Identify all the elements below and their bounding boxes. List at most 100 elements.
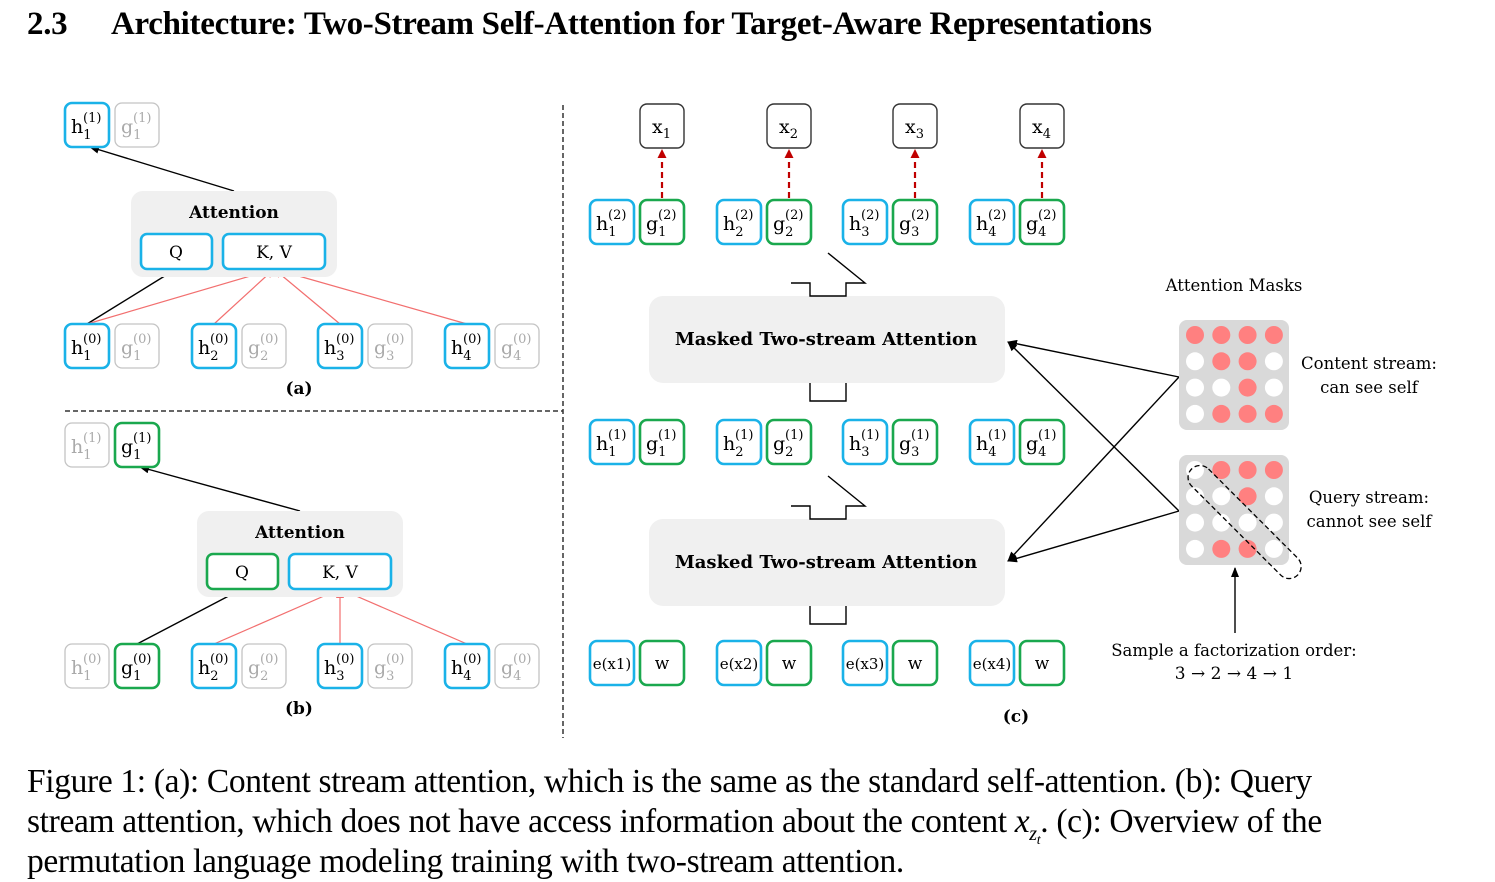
masked-attention-label-upper: Masked Two-stream Attention xyxy=(675,329,977,350)
mask-background xyxy=(1179,320,1289,430)
token-box xyxy=(588,198,636,246)
token-label: h4 xyxy=(976,213,997,240)
token-label: h1 xyxy=(71,116,92,143)
mask-cell-masked xyxy=(1186,352,1204,371)
section-title: Architecture: Two-Stream Self-Attention … xyxy=(111,6,1152,42)
token-label: g1 xyxy=(121,337,141,364)
token-box xyxy=(63,322,111,370)
token-label: g3 xyxy=(374,337,394,364)
panel_b-attention-title: Attention xyxy=(254,523,345,543)
token-label: g2 xyxy=(248,337,268,364)
masked-attention-block-lower xyxy=(649,519,1005,606)
target-token-2: x2 xyxy=(766,103,812,149)
layer1-g-2: g2(1) xyxy=(765,418,813,466)
target-box xyxy=(1019,103,1065,149)
token-label: g1 xyxy=(121,436,141,463)
token-superscript: (0) xyxy=(336,652,354,667)
token-superscript: (0) xyxy=(260,652,278,667)
layer1-h-3: h3(1) xyxy=(841,418,889,466)
token-box xyxy=(114,102,160,148)
mask-cell-masked xyxy=(1186,404,1204,423)
target-label: x2 xyxy=(779,116,798,142)
mask-cell-masked xyxy=(1186,513,1204,532)
mask-cell-visible xyxy=(1238,539,1257,558)
layer2-h-1: h1(2) xyxy=(588,198,636,246)
mask-cell-visible xyxy=(1264,404,1283,423)
token-box xyxy=(316,642,364,690)
panel_a-q-box xyxy=(139,232,214,271)
mask-cell-masked xyxy=(1264,352,1283,371)
panel_b-output-edge xyxy=(139,465,301,512)
panel_b-kv-label: K, V xyxy=(322,563,359,583)
token-superscript: (0) xyxy=(83,332,101,347)
panel_a-kv-edge-3 xyxy=(273,268,341,325)
upward-arrow-lower xyxy=(791,475,867,520)
token-label: h1 xyxy=(71,436,92,463)
token-superscript: (0) xyxy=(463,652,481,667)
two-stream-attention-figure: h1(1)g1(1)h1(0)g1(0)h2(0)g2(0)h3(0)g3(0)… xyxy=(63,101,1437,738)
token-box xyxy=(367,323,413,369)
token-superscript: (0) xyxy=(386,652,404,667)
token-box xyxy=(113,421,161,469)
caption-line-1: Figure 1: (a): Content stream attention,… xyxy=(27,763,1312,800)
token-label: h2 xyxy=(198,337,219,364)
mask-cell-visible xyxy=(1212,461,1231,479)
content-embedding-label: e(x3) xyxy=(846,655,885,673)
layer2-g-4: g4(2) xyxy=(1018,198,1066,246)
token-box xyxy=(241,323,287,369)
mask-cell-visible xyxy=(1238,461,1257,479)
arrow-stem-lower xyxy=(809,606,847,625)
token-superscript: (0) xyxy=(463,332,481,347)
mask-cell-visible xyxy=(1212,404,1231,423)
content-embedding-box xyxy=(715,639,763,687)
token-label: g2 xyxy=(773,213,793,240)
token-superscript: (1) xyxy=(83,431,101,446)
query-mask-edge-lower xyxy=(1007,510,1180,563)
query-embedding-label: w xyxy=(1035,654,1050,674)
query-embedding-box xyxy=(1018,639,1066,687)
query-embedding-box xyxy=(638,639,686,687)
token-superscript: (2) xyxy=(911,208,929,223)
token-box xyxy=(190,642,238,690)
layer1-g-4: g4(1) xyxy=(1018,418,1066,466)
token-superscript: (2) xyxy=(608,208,626,223)
panel_a-kv-label: K, V xyxy=(256,243,293,263)
layer2-h-2: h2(2) xyxy=(715,198,763,246)
content-embedding-box xyxy=(841,639,889,687)
token-box xyxy=(588,418,636,466)
token-superscript: (2) xyxy=(735,208,753,223)
token-label: g3 xyxy=(899,213,919,240)
panel_a-kv-box xyxy=(221,232,327,271)
token-box xyxy=(190,322,238,370)
mask-cell-masked xyxy=(1186,539,1204,558)
token-label: h1 xyxy=(596,213,617,240)
mask-cell-visible xyxy=(1264,461,1283,479)
token-superscript: (1) xyxy=(133,111,151,126)
panel_a-kv-edge-1 xyxy=(86,267,275,325)
token-superscript: (0) xyxy=(210,652,228,667)
token-box xyxy=(113,642,161,690)
token-label: h3 xyxy=(324,337,345,364)
token-box xyxy=(968,418,1016,466)
mask-cell-visible xyxy=(1264,326,1283,344)
content-mask-edge-upper xyxy=(1007,339,1180,378)
token-superscript: (1) xyxy=(83,111,101,126)
layer2-h-3: h3(2) xyxy=(841,198,889,246)
token-label: h1 xyxy=(71,657,92,684)
token-box xyxy=(638,418,686,466)
token-box xyxy=(891,198,939,246)
token-label: h2 xyxy=(198,657,219,684)
query-embedding-box xyxy=(891,639,939,687)
panel_a-attention-title: Attention xyxy=(188,203,279,223)
panel_a-kv-edge-4 xyxy=(273,267,468,325)
panel_b-input-h-3: h3(0) xyxy=(316,642,364,690)
panel_b-output-g: g1(1) xyxy=(113,421,161,469)
target-label: x3 xyxy=(905,116,924,142)
section-number: 2.3 xyxy=(27,6,68,42)
token-label: g2 xyxy=(773,433,793,460)
token-label: h4 xyxy=(451,657,472,684)
token-label: h1 xyxy=(71,337,92,364)
target-label: x1 xyxy=(652,116,671,142)
token-superscript: (1) xyxy=(608,428,626,443)
token-label: h4 xyxy=(451,337,472,364)
